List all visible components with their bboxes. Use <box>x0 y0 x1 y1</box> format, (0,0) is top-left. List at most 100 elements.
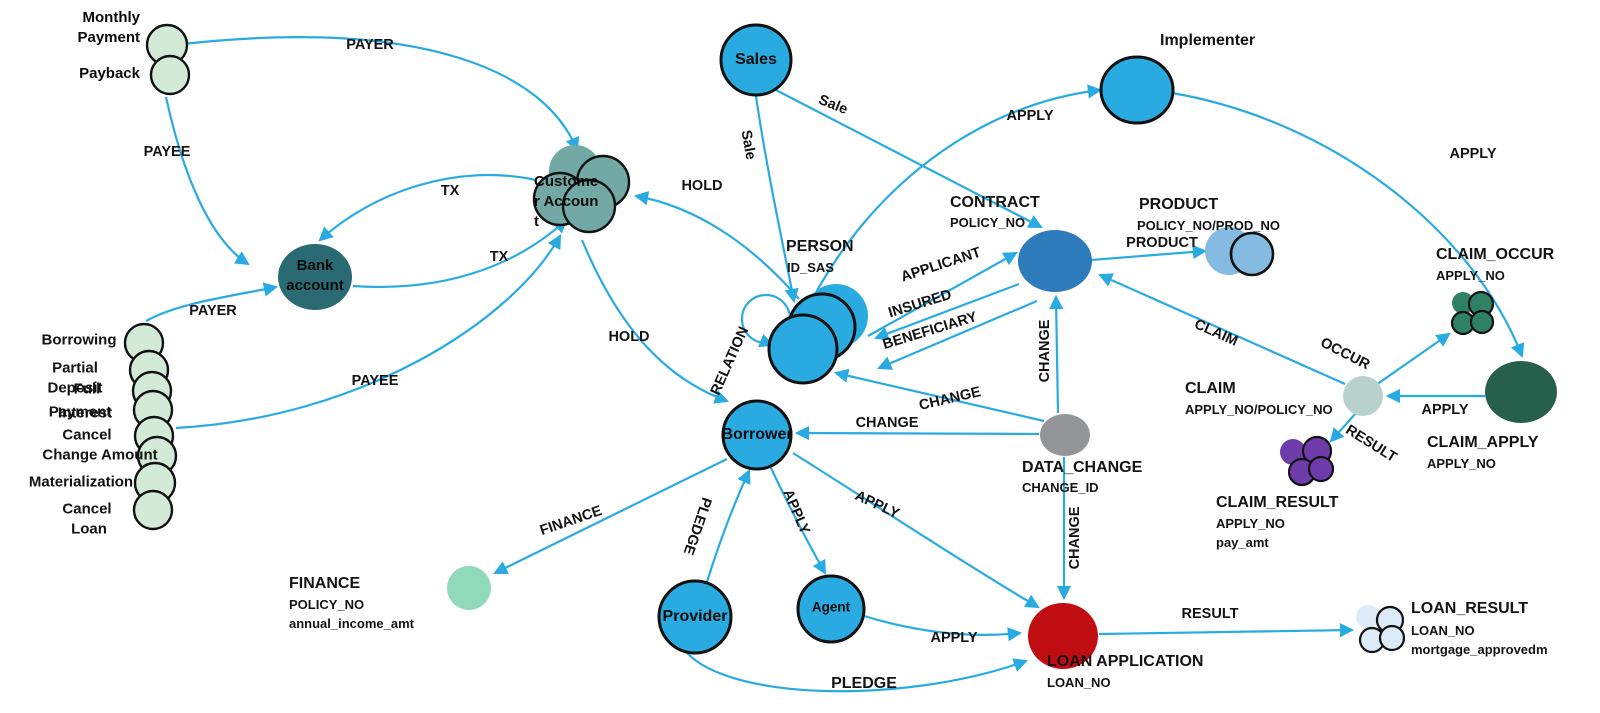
edge-result-claim <box>1329 412 1357 443</box>
loan-application-node[interactable] <box>1028 603 1098 669</box>
edge-pledge-borrower <box>704 469 751 586</box>
edge-pledge-loan <box>682 647 1029 693</box>
edge-label-change-contract: CHANGE <box>1037 319 1053 383</box>
claim-result-node[interactable] <box>1280 435 1335 487</box>
sales-label: Sales <box>735 51 777 68</box>
loan-event-label: Change Amount <box>42 446 158 464</box>
edge-label-payer-top: PAYER <box>346 37 394 53</box>
loan-event-circle[interactable] <box>132 489 174 531</box>
contract-title: CONTRACT <box>950 194 1040 211</box>
loan-result-title: LOAN_RESULT <box>1411 600 1529 617</box>
sales-node[interactable] <box>719 23 793 97</box>
claim-occur-node[interactable] <box>1450 290 1495 336</box>
monthly-payment-label: Monthly Payment <box>77 9 140 46</box>
bank-account-label: Bank account <box>286 257 344 294</box>
loan-event-label: Deposit <box>47 379 103 397</box>
edge-label-hold-top: HOLD <box>681 178 723 194</box>
edge-payee-top <box>164 96 250 266</box>
edge-label-tx-top: TX <box>440 183 460 199</box>
data-change-title: DATA_CHANGE <box>1022 459 1143 476</box>
edge-tx-top <box>318 173 537 242</box>
loan-result-circle[interactable] <box>1378 624 1406 652</box>
claim-result-circle[interactable] <box>1307 455 1335 483</box>
loan-event-label: Materialization <box>28 473 134 491</box>
edge-apply-agent <box>770 467 827 575</box>
finance-node[interactable] <box>447 566 491 610</box>
loan-event-label: Cancel <box>62 500 112 518</box>
edge-label-apply-agent-loan: APPLY <box>930 630 978 646</box>
loan-result-node[interactable] <box>1356 605 1406 654</box>
edge-label-change-borrower: CHANGE <box>855 415 919 431</box>
contract-node[interactable] <box>1018 230 1092 292</box>
edge-label-apply-implementer: APPLY <box>1006 108 1054 124</box>
implementer-node[interactable] <box>1099 55 1175 125</box>
agent-label: Agent <box>811 599 851 615</box>
loan-application-attr: LOAN_NO <box>1047 675 1111 690</box>
person-title: PERSON <box>786 238 854 255</box>
borrower-label: Borrower <box>721 426 793 443</box>
provider-node[interactable] <box>657 579 733 655</box>
edge-label-change-loan: CHANGE <box>1067 506 1083 570</box>
loan-event-label: Cancel <box>62 426 112 444</box>
edge-claim <box>1098 273 1346 386</box>
claim-occur-circle[interactable] <box>1452 292 1474 314</box>
customer-account-circle[interactable] <box>561 178 617 234</box>
edge-label-tx-bottom: TX <box>489 249 509 265</box>
edge-beneficiary <box>877 299 1038 370</box>
payment-stack-node[interactable] <box>145 23 191 96</box>
edge-hold-top <box>633 191 800 300</box>
person-circle[interactable] <box>767 313 839 385</box>
loan-event-label: Payment <box>48 403 112 421</box>
edge-apply-implementer <box>811 84 1103 301</box>
loan-result-attr2: mortgage_approvedm <box>1411 642 1548 657</box>
edge-label-payee-left: PAYEE <box>351 373 399 389</box>
edge-change-borrower <box>794 425 1040 441</box>
claim-result-attr1: APPLY_NO <box>1216 516 1285 531</box>
edge-label-payer-left: PAYER <box>189 303 237 319</box>
bank-account-node[interactable] <box>278 244 352 310</box>
product-title: PRODUCT <box>1139 196 1219 213</box>
product-attr: POLICY_NO/PROD_NO <box>1137 218 1281 233</box>
edge-label-hold-bottom: HOLD <box>608 329 650 345</box>
person-node[interactable] <box>767 284 868 385</box>
edge-payer-top <box>182 36 580 152</box>
finance-attr1: POLICY_NO <box>289 597 365 612</box>
edge-label-result-loan: RESULT <box>1181 606 1239 622</box>
payback-node[interactable] <box>149 54 191 96</box>
loan-event-label: Full <box>73 380 101 398</box>
borrower-node[interactable] <box>721 399 793 471</box>
claim-apply-node[interactable] <box>1485 361 1557 423</box>
claim-attr: APPLY_NO/POLICY_NO <box>1185 402 1333 417</box>
claim-occur-title: CLAIM_OCCUR <box>1436 246 1555 263</box>
edge-label-apply-implementer-claim: APPLY <box>1449 146 1497 162</box>
edge-sale-right <box>771 87 1043 228</box>
loan-event-stack-node[interactable] <box>123 322 178 531</box>
edge-tx-bottom <box>352 218 568 288</box>
customer-account-node[interactable] <box>532 145 631 234</box>
edge-apply-implementer-claim <box>1171 91 1525 358</box>
product-node[interactable] <box>1205 227 1275 277</box>
claim-occur-attr: APPLY_NO <box>1436 268 1505 283</box>
data-change-attr: CHANGE_ID <box>1022 480 1099 495</box>
edge-hold-bottom <box>580 239 730 404</box>
claim-occur-circle[interactable] <box>1469 309 1495 335</box>
provider-label: Provider <box>662 608 728 625</box>
implementer-label: Implementer <box>1160 32 1256 49</box>
claim-title: CLAIM <box>1185 380 1236 397</box>
loan-application-title: LOAN APPLICATION <box>1047 653 1204 670</box>
product-circle[interactable] <box>1229 231 1275 277</box>
agent-node[interactable] <box>796 574 866 644</box>
claim-result-attr2: pay_amt <box>1216 535 1269 550</box>
contract-attr: POLICY_NO <box>950 215 1026 230</box>
data-change-node[interactable] <box>1040 414 1090 456</box>
edge-apply-agent-loan <box>863 614 1023 642</box>
claim-result-title: CLAIM_RESULT <box>1216 494 1339 511</box>
loan-result-circle[interactable] <box>1356 605 1380 629</box>
edge-payee-left <box>175 234 562 430</box>
edge-product <box>1090 244 1208 262</box>
edge-change-contract <box>1049 294 1064 414</box>
claim-node[interactable] <box>1343 376 1383 416</box>
edge-label-payee-top: PAYEE <box>143 144 191 160</box>
